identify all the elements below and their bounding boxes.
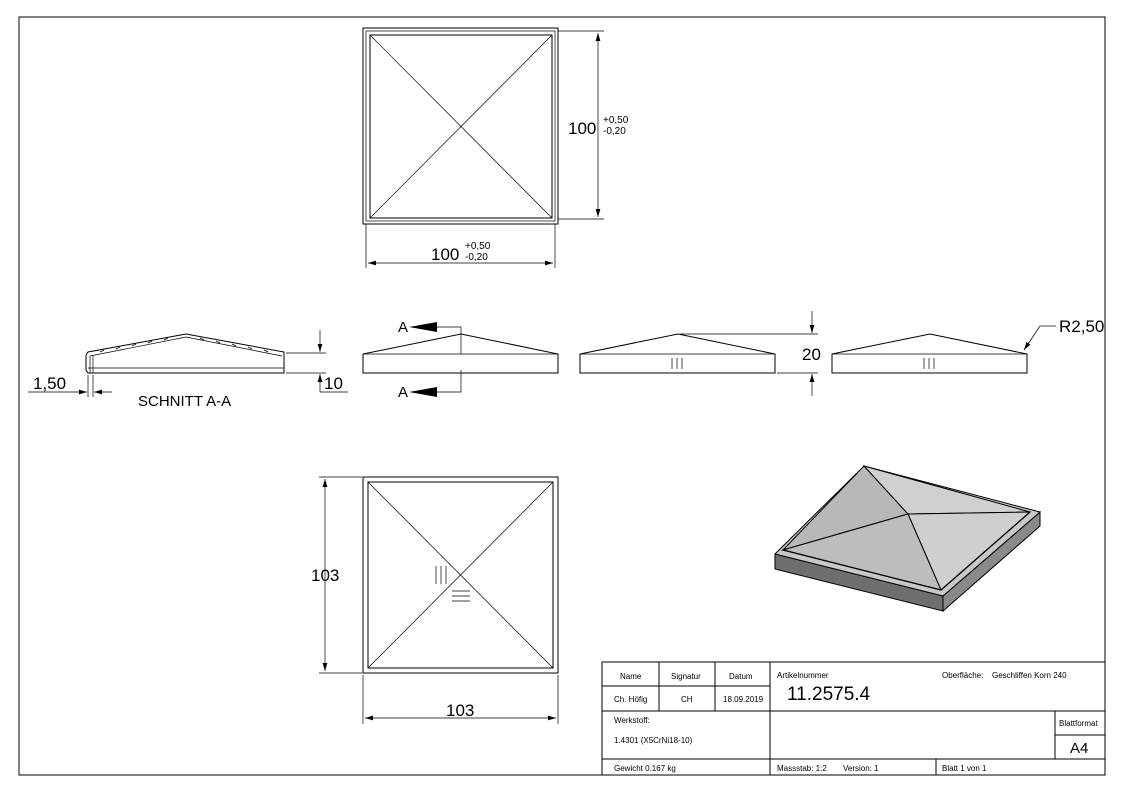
author-signatur: CH [681,695,693,704]
top-height-tol-minus: -0,20 [603,126,626,137]
front-view-3 [831,333,1028,374]
top-height-dimension: 100 +0,50 -0,20 [558,30,629,220]
drawing-frame [18,16,1106,776]
author-datum: 18.09.2019 [723,695,764,704]
bottom-view [362,476,559,674]
section-view [85,333,285,374]
header-datum: Datum [729,672,753,681]
top-width-tol-plus: +0,50 [465,241,491,252]
title-block [601,661,1106,776]
gewicht: Gewicht 0.167 kg [614,764,676,773]
top-view [362,27,559,225]
bottom-width-dimension: 103 [362,675,559,724]
rim-height-dimension: 10 [286,330,348,393]
section-title: SCHNITT A-A [138,393,231,410]
front-view-2 [579,333,776,374]
artikel-label: Artikelnummer [777,671,829,680]
thickness-dimension: 1,50 [28,374,112,397]
total-height-value: 20 [802,345,821,364]
front-view-1 [362,322,559,397]
bottom-width-value: 103 [446,701,474,720]
bottom-height-value: 103 [311,566,339,585]
section-label-top: A [398,319,408,336]
version: Version: 1 [843,764,879,773]
author-name: Ch. Höfig [614,695,647,704]
werkstoff-value: 1.4301 (X5CrNi18-10) [614,736,693,745]
top-height-value: 100 [568,119,596,138]
section-label-bottom: A [398,384,408,401]
blatt: Blatt 1 von 1 [942,764,987,773]
radius-value: R2,50 [1059,317,1104,336]
radius-callout: R2,50 [1023,317,1104,351]
artikel-value: 11.2575.4 [787,684,871,705]
werkstoff-label: Werkstoff: [614,716,650,725]
oberflaeche-value: Geschliffen Korn 240 [992,671,1067,680]
blattformat-label: Blattformat [1059,719,1098,728]
isometric-view [774,465,1042,613]
header-name: Name [620,672,642,681]
bottom-height-dimension: 103 [311,476,362,674]
header-signatur: Signatur [671,672,701,681]
thickness-value: 1,50 [33,374,66,393]
total-height-dimension: 20 [680,311,821,396]
massstab: Massstab: 1:2 [777,764,827,773]
top-width-value: 100 [431,245,459,264]
blattformat-value: A4 [1070,740,1088,757]
top-width-tol-minus: -0,20 [465,252,488,263]
oberflaeche-label: Oberfläche: [942,671,983,680]
top-height-tol-plus: +0,50 [603,115,629,126]
top-width-dimension: 100 +0,50 -0,20 [365,224,556,268]
rim-height-value: 10 [324,374,343,393]
